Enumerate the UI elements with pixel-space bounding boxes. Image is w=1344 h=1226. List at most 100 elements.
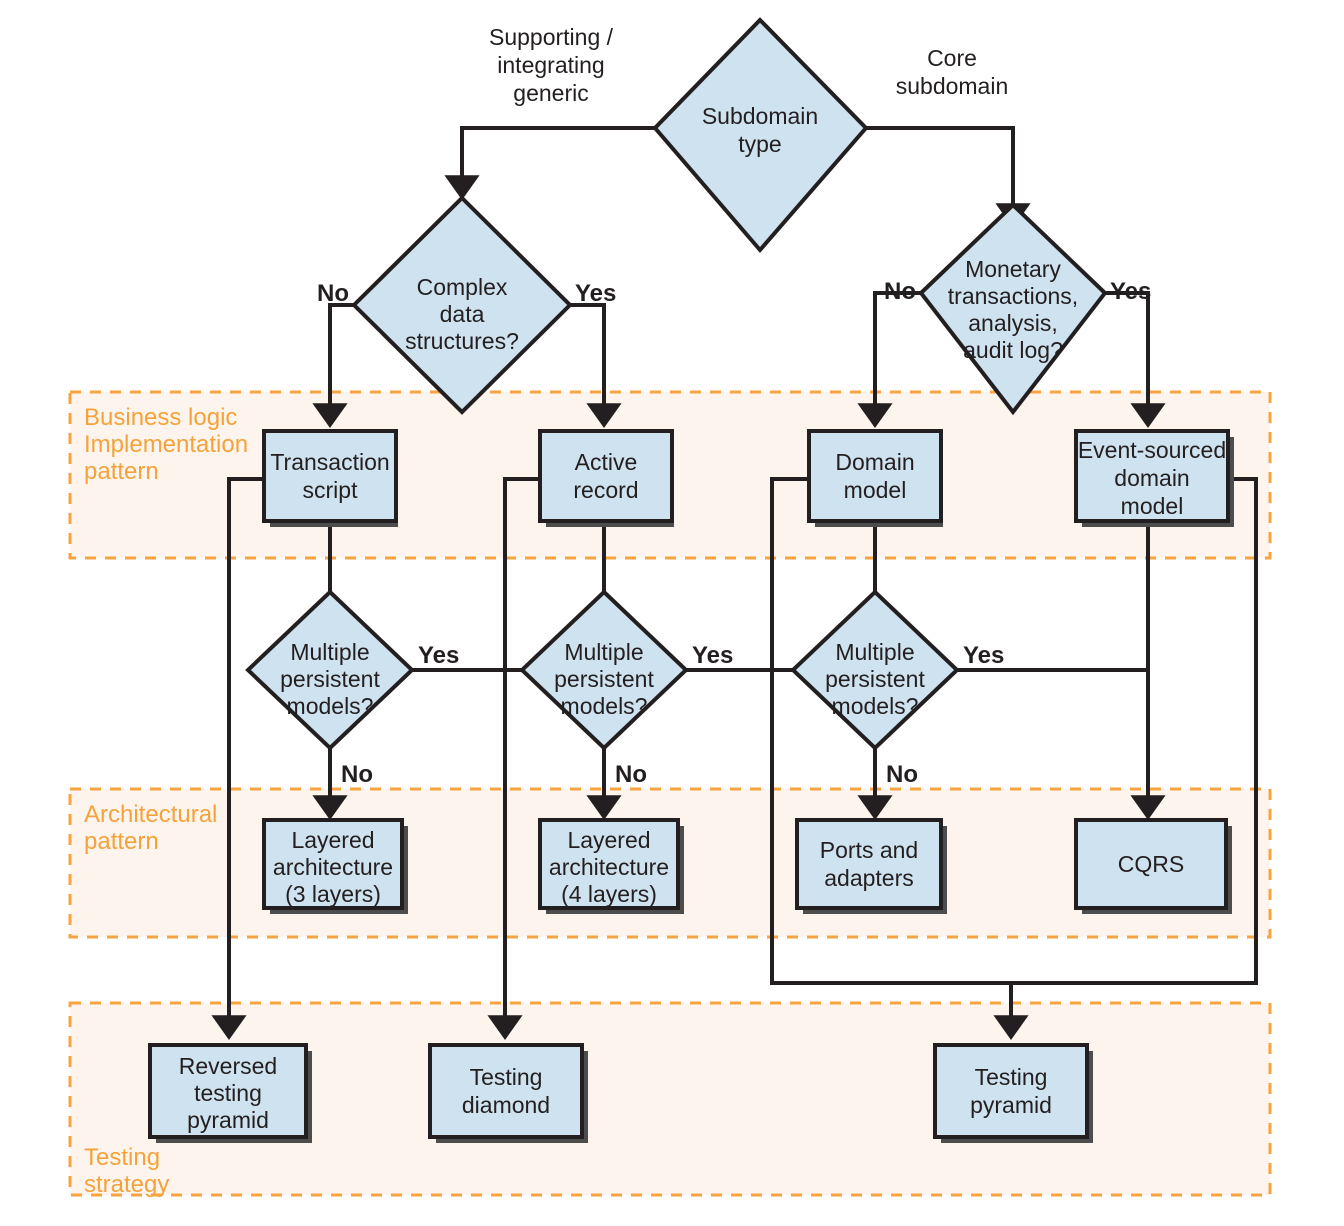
- edge-complex-no-to-transaction-script: [312, 303, 354, 429]
- process-event-sourced-domain-model[interactable]: Event-sourced domain model: [1074, 429, 1234, 527]
- edge-monetary-yes-to-event-sourced: [1105, 291, 1166, 429]
- edge-label-mp1-yes: Yes: [418, 642, 459, 669]
- edge-label-monetary-yes: Yes: [1110, 278, 1151, 305]
- decision-complex-data-structures[interactable]: Complex data structures?: [351, 195, 573, 415]
- decision-mp1-shape[interactable]: [245, 589, 415, 751]
- process-testing-pyramid-box[interactable]: [933, 1043, 1089, 1139]
- layered-4-line-2: architecture: [549, 854, 669, 880]
- edge-label-monetary-no: No: [884, 278, 916, 305]
- decision-monetary-shape[interactable]: [918, 202, 1108, 416]
- edge-monetary-no-to-domain-model: [857, 291, 921, 429]
- layered-4-line-3: (4 layers): [561, 881, 657, 907]
- edge-subdomain-to-complex-data: [444, 126, 655, 201]
- process-cqrs-box[interactable]: [1074, 818, 1228, 910]
- process-testing-diamond[interactable]: Testing diamond: [428, 1043, 588, 1143]
- decision-monetary-line-2: transactions,: [948, 283, 1078, 309]
- decision-subdomain-type-line-1: Subdomain: [702, 103, 818, 129]
- decision-complex-line-3: structures?: [405, 328, 519, 354]
- connectors: [211, 126, 1258, 1041]
- band-business-logic-label-line-2: Implementation: [84, 431, 248, 458]
- edge-label-mp3-no: No: [886, 761, 918, 788]
- edge-label-supporting-line-3: generic: [513, 80, 588, 106]
- decision-mp2-line-2: persistent: [554, 666, 654, 692]
- event-sourced-line-1: Event-sourced: [1078, 437, 1226, 463]
- process-reversed-testing-pyramid-box[interactable]: [148, 1043, 308, 1139]
- process-layered-architecture-4-box[interactable]: [538, 818, 680, 910]
- testing-pyramid-line-2: pyramid: [970, 1092, 1052, 1118]
- testing-diamond-line-1: Testing: [470, 1064, 543, 1090]
- layered-3-line-1: Layered: [291, 827, 374, 853]
- process-domain-model-box[interactable]: [807, 429, 943, 523]
- ports-adapters-line-2: adapters: [824, 865, 914, 891]
- process-testing-pyramid[interactable]: Testing pyramid: [933, 1043, 1093, 1143]
- process-cqrs[interactable]: CQRS: [1074, 818, 1232, 914]
- edge-label-mp1-no: No: [341, 761, 373, 788]
- process-reversed-testing-pyramid[interactable]: Reversed testing pyramid: [148, 1043, 312, 1143]
- domain-model-line-2: model: [844, 477, 907, 503]
- process-active-record[interactable]: Active record: [538, 429, 674, 527]
- process-layered-architecture-3-box[interactable]: [262, 818, 404, 910]
- decision-multiple-persistent-models-3[interactable]: Multiple persistent models?: [790, 589, 960, 751]
- decision-mp3-shape[interactable]: [790, 589, 960, 751]
- edge-label-complex-no: No: [317, 280, 349, 307]
- reversed-pyramid-line-2: testing: [194, 1080, 262, 1106]
- ports-adapters-line-1: Ports and: [820, 837, 918, 863]
- process-transaction-script[interactable]: Transaction script: [262, 429, 398, 527]
- edge-labels: Supporting / integrating generic Core su…: [317, 24, 1151, 788]
- transaction-script-line-2: script: [303, 477, 359, 503]
- band-testing-label-line-2: strategy: [84, 1171, 169, 1198]
- layered-4-line-1: Layered: [567, 827, 650, 853]
- decision-monetary-line-1: Monetary: [965, 256, 1061, 282]
- decision-subdomain-type-shape[interactable]: [652, 17, 869, 254]
- process-ports-and-adapters-box[interactable]: [795, 818, 943, 910]
- edge-domain-model-to-testing-pyramid: [770, 477, 1029, 1041]
- band-business-logic-label-line-3: pattern: [84, 458, 159, 485]
- decision-mp3-line-3: models?: [832, 693, 919, 719]
- decision-mp1-line-3: models?: [287, 693, 374, 719]
- process-ports-and-adapters[interactable]: Ports and adapters: [795, 818, 947, 914]
- active-record-line-1: Active: [575, 449, 638, 475]
- band-testing-label-line-1: Testing: [84, 1144, 160, 1171]
- decision-mp2-line-3: models?: [561, 693, 648, 719]
- decision-subdomain-type-line-2: type: [738, 131, 781, 157]
- decision-monetary-transactions[interactable]: Monetary transactions, analysis, audit l…: [918, 202, 1108, 416]
- decision-complex-line-1: Complex: [417, 274, 508, 300]
- edge-label-mp2-yes: Yes: [692, 642, 733, 669]
- reversed-pyramid-line-1: Reversed: [179, 1053, 277, 1079]
- reversed-pyramid-line-3: pyramid: [187, 1107, 269, 1133]
- edge-label-complex-yes: Yes: [575, 280, 616, 307]
- process-domain-model[interactable]: Domain model: [807, 429, 943, 527]
- decision-mp2-shape[interactable]: [519, 589, 689, 751]
- decision-mp1-line-1: Multiple: [290, 639, 369, 665]
- process-layered-architecture-3[interactable]: Layered architecture (3 layers): [262, 818, 408, 914]
- transaction-script-line-1: Transaction: [270, 449, 389, 475]
- edge-label-core-line-1: Core: [927, 45, 977, 71]
- band-architectural-label-line-1: Architectural: [84, 801, 217, 828]
- process-active-record-box[interactable]: [538, 429, 674, 523]
- process-testing-diamond-box[interactable]: [428, 1043, 584, 1139]
- edge-event-sourced-to-testing-pyramid: [1011, 477, 1258, 985]
- domain-model-line-1: Domain: [835, 449, 914, 475]
- process-event-sourced-box[interactable]: [1074, 429, 1230, 523]
- layered-3-line-2: architecture: [273, 854, 393, 880]
- edge-complex-yes-to-active-record: [570, 303, 622, 429]
- edge-label-mp3-yes: Yes: [963, 642, 1004, 669]
- decision-monetary-line-4: audit log?: [963, 337, 1063, 363]
- edge-active-record-to-testing-diamond: [487, 477, 540, 1041]
- band-business-logic-label-line-1: Business logic: [84, 404, 237, 431]
- process-layered-architecture-4[interactable]: Layered architecture (4 layers): [538, 818, 684, 914]
- edge-label-core-line-2: subdomain: [896, 73, 1009, 99]
- decision-multiple-persistent-models-1[interactable]: Multiple persistent models?: [245, 589, 415, 751]
- decision-subdomain-type[interactable]: Subdomain type: [652, 17, 869, 254]
- decision-complex-data-structures-shape[interactable]: [351, 195, 573, 415]
- decision-multiple-persistent-models-2[interactable]: Multiple persistent models?: [519, 589, 689, 751]
- decision-mp3-line-1: Multiple: [835, 639, 914, 665]
- decision-mp2-line-1: Multiple: [564, 639, 643, 665]
- decision-complex-line-2: data: [440, 301, 485, 327]
- decision-monetary-line-3: analysis,: [968, 310, 1057, 336]
- edge-label-supporting-line-2: integrating: [497, 52, 604, 78]
- event-sourced-line-2: domain: [1114, 465, 1189, 491]
- band-architectural-label-line-2: pattern: [84, 828, 159, 855]
- process-transaction-script-box[interactable]: [262, 429, 398, 523]
